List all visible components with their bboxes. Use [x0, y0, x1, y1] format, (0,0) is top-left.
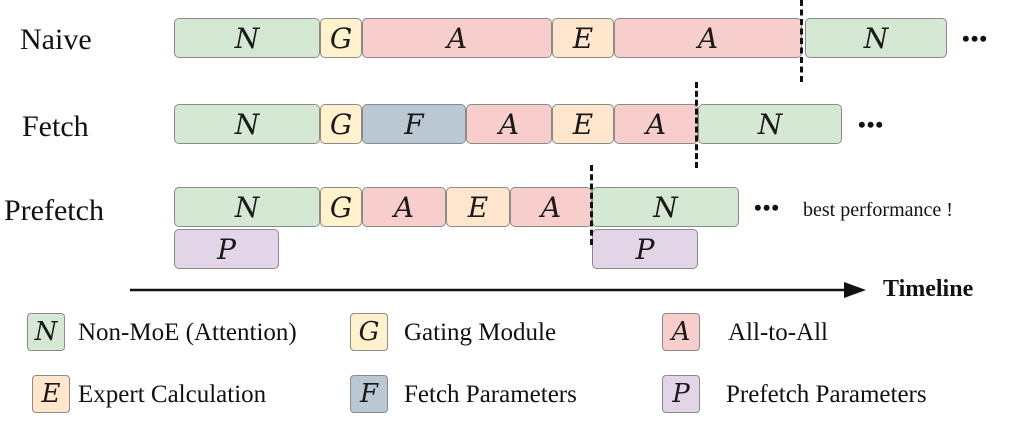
legend-swatch-prefetch: P: [662, 375, 700, 413]
fetch-block-gating: G: [320, 104, 362, 144]
legend-label-non-moe: Non-MoE (Attention): [78, 319, 297, 346]
naive-block-all-to-all: A: [362, 18, 552, 58]
prefetch-continuation-dots: •••: [754, 195, 781, 220]
naive-block-all-to-all: A: [614, 18, 802, 58]
legend-label-gating: Gating Module: [404, 319, 557, 346]
legend-label-expert: Expert Calculation: [78, 381, 267, 408]
naive-block-gating: G: [320, 18, 362, 58]
prefetch-block-expert: E: [446, 187, 510, 227]
legend-label-fetch: Fetch Parameters: [404, 381, 577, 408]
legend-swatch-all-to-all: A: [662, 313, 700, 351]
row-label-naive: Naive: [20, 23, 92, 56]
prefetch-block-prefetch-params: P: [174, 229, 279, 269]
prefetch-divider-dashed-line: [590, 165, 593, 245]
fetch-continuation-dots: •••: [858, 112, 885, 137]
naive-divider-dashed-line: [800, 0, 803, 82]
prefetch-block-gating: G: [320, 187, 362, 227]
legend-swatch-gating: G: [350, 313, 388, 351]
fetch-block-expert: E: [552, 104, 614, 144]
timeline-label: Timeline: [883, 276, 974, 302]
naive-continuation-dots: •••: [962, 26, 989, 51]
prefetch-block-non-moe: N: [174, 187, 320, 227]
prefetch-block-all-to-all: A: [362, 187, 446, 227]
fetch-divider-dashed-line: [695, 82, 698, 168]
fetch-block-fetch-params: F: [362, 104, 466, 144]
prefetch-block-non-moe: N: [592, 187, 739, 227]
legend-swatch-fetch: F: [350, 375, 388, 413]
row-label-prefetch: Prefetch: [4, 194, 104, 227]
legend-label-prefetch: Prefetch Parameters: [726, 381, 927, 408]
fetch-block-non-moe: N: [174, 104, 320, 144]
naive-block-non-moe: N: [174, 18, 320, 58]
legend-label-all-to-all: All-to-All: [728, 319, 828, 346]
fetch-block-non-moe: N: [698, 104, 842, 144]
best-performance-note: best performance !: [803, 199, 953, 221]
legend-swatch-non-moe: N: [27, 313, 65, 351]
legend-swatch-expert: E: [32, 375, 70, 413]
prefetch-block-prefetch-params: P: [592, 229, 698, 269]
fetch-block-all-to-all: A: [466, 104, 552, 144]
naive-block-non-moe: N: [805, 18, 947, 58]
row-label-fetch: Fetch: [22, 110, 89, 143]
prefetch-block-all-to-all: A: [510, 187, 592, 227]
fetch-block-all-to-all: A: [614, 104, 698, 144]
naive-block-expert: E: [552, 18, 614, 58]
